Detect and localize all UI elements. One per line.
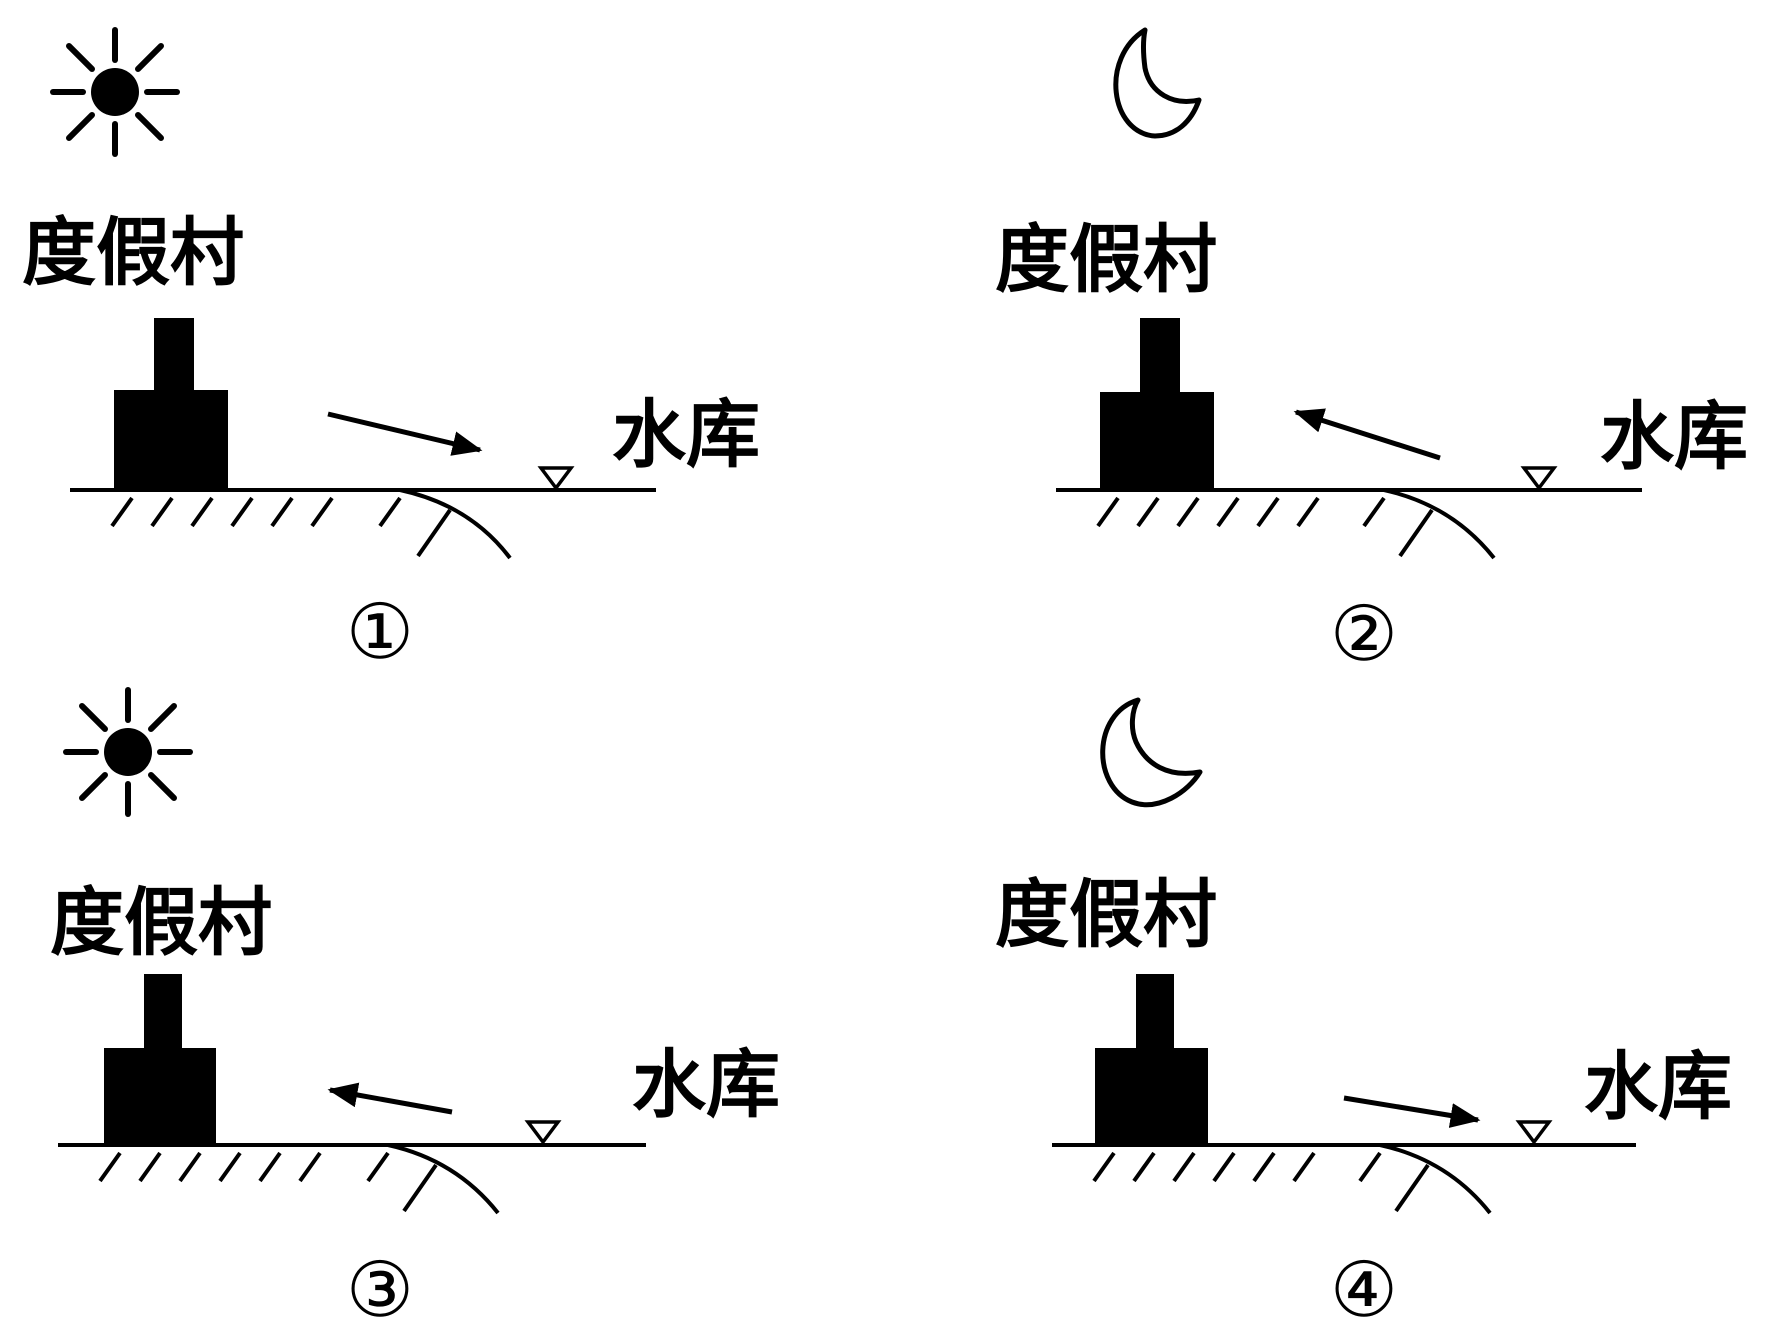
- wind-arrow: [1343, 1095, 1481, 1128]
- resort-building: [1100, 318, 1214, 490]
- panel-4: 度假村 水库 ④: [995, 697, 1732, 1334]
- reservoir-label: 水库: [1600, 394, 1748, 480]
- panel-number: ④: [1330, 1245, 1398, 1334]
- reservoir-water-marker: [1520, 466, 1558, 491]
- wind-arrow: [1293, 408, 1441, 461]
- reservoir-label: 水库: [612, 392, 760, 478]
- moon-icon: [1113, 27, 1202, 139]
- resort-label: 度假村: [22, 210, 244, 296]
- reservoir-water-marker: [537, 466, 575, 491]
- panel-3: 度假村 水库 ③: [50, 687, 780, 1334]
- resort-building: [114, 318, 228, 490]
- resort-building: [104, 974, 216, 1145]
- ground: [58, 1143, 646, 1215]
- sun-icon: [50, 27, 180, 157]
- resort-building: [1095, 974, 1208, 1145]
- panel-2: 度假村 水库 ②: [995, 27, 1748, 678]
- moon-icon: [1100, 697, 1203, 808]
- resort-label: 度假村: [50, 880, 272, 966]
- resort-label: 度假村: [995, 217, 1217, 303]
- panel-number: ③: [346, 1245, 414, 1334]
- reservoir-water-marker: [1515, 1120, 1553, 1145]
- reservoir-water-marker: [524, 1120, 562, 1145]
- ground: [1052, 1143, 1636, 1215]
- wind-arrow: [327, 411, 483, 456]
- ground: [1056, 488, 1642, 560]
- panel-number: ②: [1330, 589, 1398, 678]
- panel-number: ①: [346, 587, 414, 676]
- resort-label: 度假村: [995, 872, 1217, 958]
- panel-1: 度假村 水库 ①: [22, 27, 760, 676]
- reservoir-label: 水库: [632, 1042, 780, 1128]
- reservoir-label: 水库: [1584, 1044, 1732, 1130]
- sun-icon: [63, 687, 193, 817]
- wind-arrow: [327, 1082, 453, 1115]
- ground: [70, 488, 656, 560]
